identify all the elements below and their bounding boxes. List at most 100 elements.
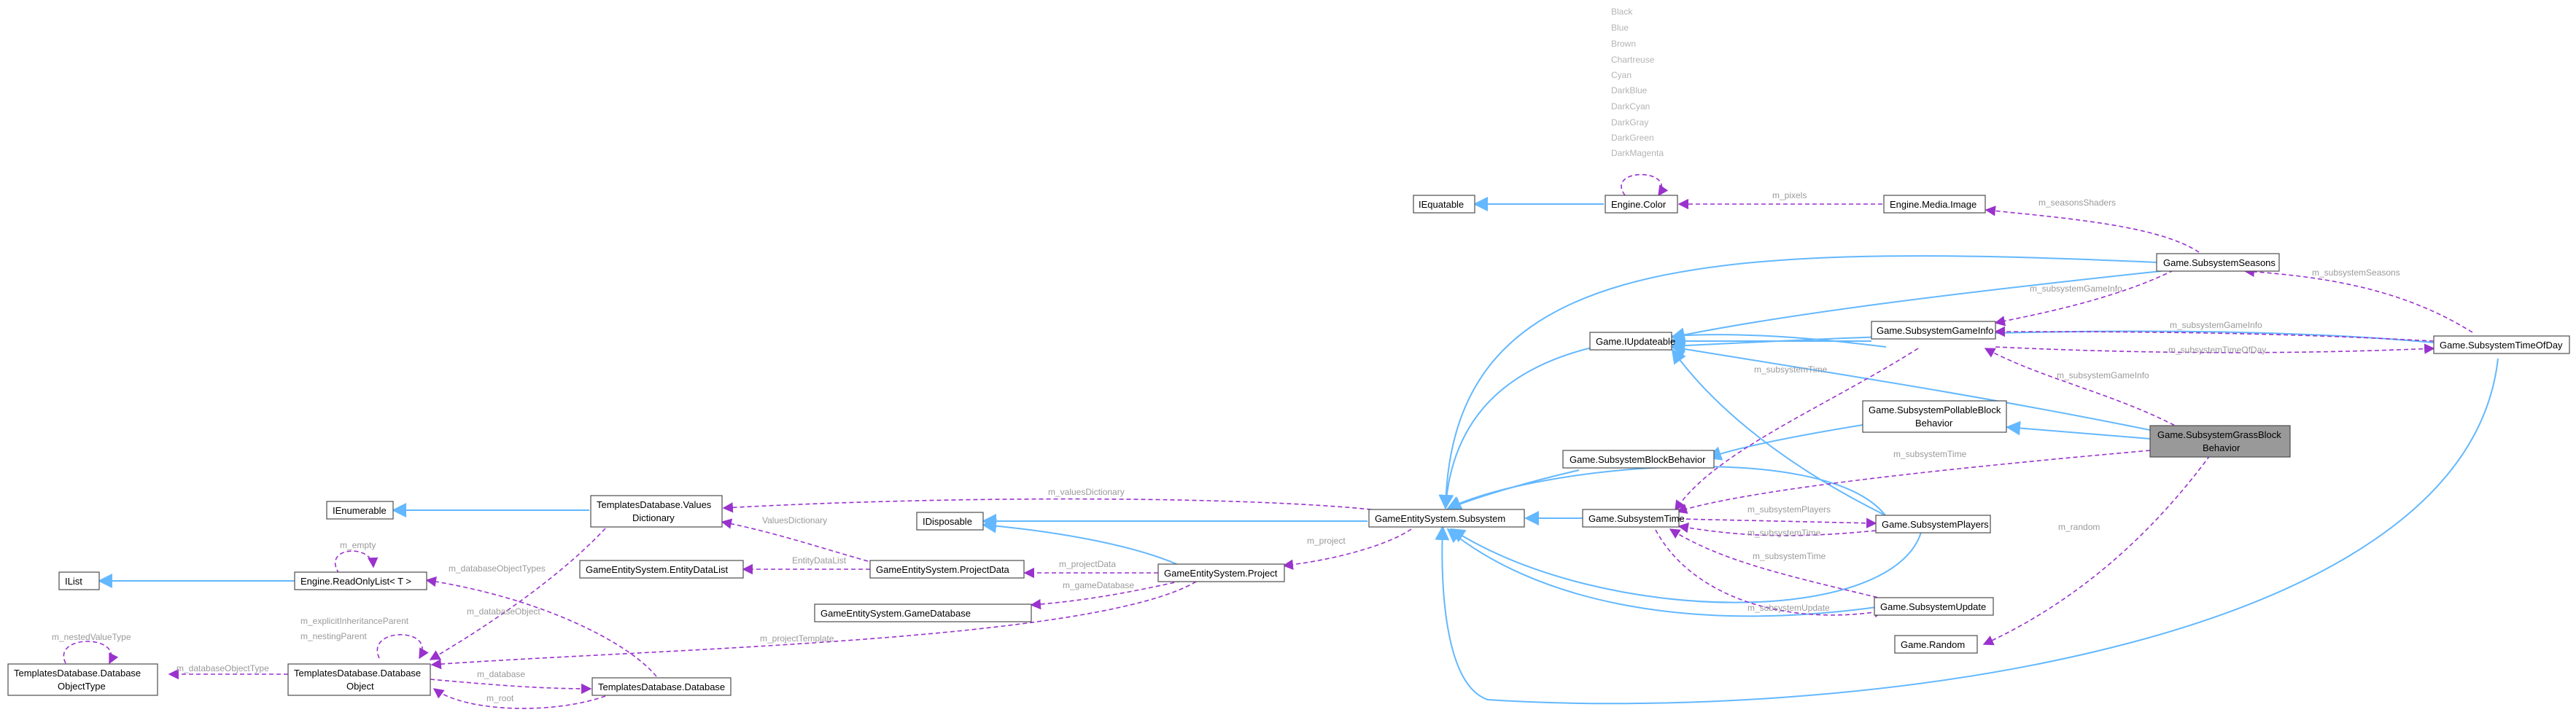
edge-gameinfo-to-timeofday (1995, 343, 2435, 354)
node-subsystem-seasons[interactable]: Game.SubsystemSeasons (2156, 253, 2280, 272)
edge-label: ValuesDictionary (762, 515, 827, 525)
edge-label: m_subsystemGameInfo (2057, 370, 2149, 380)
node-game-random[interactable]: Game.Random (1894, 635, 1978, 654)
edge-pollable-to-blockbehavior (1707, 424, 1863, 461)
node-engine-media-image[interactable]: Engine.Media.Image (1883, 195, 1986, 214)
edge-label: m_subsystemSeasons (2312, 267, 2400, 278)
edge-seasons-to-gameinfo (1994, 270, 2174, 327)
node-ilist[interactable]: IList (58, 571, 100, 590)
edge-time-to-update (1655, 529, 1885, 618)
edge-seasons-to-iupdateable (1670, 270, 2162, 343)
node-label: GameEntitySystem.Subsystem (1375, 513, 1505, 524)
node-game-database[interactable]: GameEntitySystem.GameDatabase (814, 603, 1032, 622)
edge-label: m_subsystemTime (1747, 528, 1821, 538)
edge-project-to-idisposable (982, 518, 1181, 566)
node-subsystem-game-info[interactable]: Game.SubsystemGameInfo (1871, 321, 1996, 340)
edge-update-to-time (1669, 528, 1885, 600)
edge-values-to-dbobject (429, 528, 606, 660)
color-name: DarkGreen (1611, 133, 1654, 143)
node-subsystem-grass-block-behavior[interactable]: Game.SubsystemGrassBlock Behavior (2149, 425, 2291, 458)
node-templates-values-dictionary[interactable]: TemplatesDatabase.Values Dictionary (590, 495, 723, 528)
edge-grass-to-pollable (2006, 421, 2151, 439)
node-label: Engine.Color (1611, 199, 1667, 210)
node-label: Game.SubsystemGrassBlock (2157, 429, 2281, 440)
edge-label: m_subsystemTime (1754, 364, 1828, 375)
edge-label: m_subsystemUpdate (1747, 603, 1830, 613)
node-iequatable[interactable]: IEquatable (1413, 195, 1475, 214)
node-label: Game.SubsystemGameInfo (1877, 325, 1993, 336)
node-label: Behavior (1915, 418, 1953, 429)
node-label: Game.SubsystemBlockBehavior (1570, 454, 1706, 465)
edge-label: m_database (477, 669, 525, 679)
edge-players-to-subsystem-low (1450, 528, 1923, 603)
edge-label: m_random (2058, 522, 2100, 532)
edge-label: m_nestedValueType (52, 632, 131, 642)
node-database-object-type[interactable]: TemplatesDatabase.Database ObjectType (7, 663, 158, 696)
color-name: Black (1611, 7, 1633, 17)
node-label: Game.SubsystemTime (1588, 513, 1685, 524)
nodes: IEquatable Engine.Color Engine.Media.Ima… (7, 195, 2570, 696)
node-entity-data-list[interactable]: GameEntitySystem.EntityDataList (579, 560, 744, 579)
node-label: Game.SubsystemUpdate (1880, 601, 1986, 612)
color-name: DarkMagenta (1611, 148, 1664, 158)
edge-players-to-time (1677, 523, 1877, 536)
edge-dbobject-to-database (430, 679, 592, 695)
node-ienumerable[interactable]: IEnumerable (326, 501, 394, 520)
node-subsystem-pollable-block-behavior[interactable]: Game.SubsystemPollableBlock Behavior (1862, 400, 2007, 433)
node-label: Game.SubsystemPollableBlock (1869, 405, 2001, 415)
edge-grass-to-gameinfo (1984, 348, 2181, 429)
node-label: Engine.Media.Image (1890, 199, 1976, 210)
node-readonly-list[interactable]: Engine.ReadOnlyList< T > (294, 571, 427, 590)
node-label: Behavior (2203, 442, 2241, 453)
edge-label: m_root (486, 693, 514, 703)
edge-project-to-dbobject (430, 581, 1197, 670)
edge-readonly-self (334, 550, 379, 574)
node-subsystem-time-of-day[interactable]: Game.SubsystemTimeOfDay (2433, 335, 2570, 354)
edge-database-to-dbobject (432, 688, 606, 709)
edge-label: m_subsystemTime (1893, 449, 1967, 459)
node-label: TemplatesDatabase.Values (597, 499, 712, 510)
node-ges-project[interactable]: GameEntitySystem.Project (1157, 563, 1285, 582)
edge-seasons-to-subsystem (1438, 255, 2157, 509)
edge-label: m_valuesDictionary (1048, 487, 1125, 497)
node-label: Game.IUpdateable (1596, 336, 1675, 347)
node-templates-database[interactable]: TemplatesDatabase.Database (591, 677, 732, 696)
color-name: Blue (1611, 23, 1629, 33)
node-label: GameEntitySystem.ProjectData (876, 564, 1010, 575)
node-idisposable[interactable]: IDisposable (916, 512, 984, 531)
node-label: Engine.ReadOnlyList< T > (300, 576, 411, 587)
color-name: DarkCyan (1611, 101, 1650, 112)
node-label: Dictionary (632, 512, 675, 523)
edge-players-to-iupdateable (1671, 348, 1886, 516)
node-subsystem-block-behavior[interactable]: Game.SubsystemBlockBehavior (1562, 450, 1715, 469)
node-engine-color[interactable]: Engine.Color (1605, 195, 1678, 214)
node-label: IList (65, 576, 82, 587)
color-name: Cyan (1611, 70, 1632, 80)
node-iupdateable[interactable]: Game.IUpdateable (1589, 332, 1675, 351)
node-project-data[interactable]: GameEntitySystem.ProjectData (869, 560, 1025, 579)
node-subsystem-players[interactable]: Game.SubsystemPlayers (1875, 515, 1991, 534)
color-name: DarkGray (1611, 117, 1648, 128)
node-label: TemplatesDatabase.Database (294, 668, 421, 679)
node-label: Game.SubsystemSeasons (2163, 257, 2276, 268)
edge-grass-to-iupdateable (1670, 342, 2151, 431)
node-database-object[interactable]: TemplatesDatabase.Database Object (287, 663, 431, 696)
edge-timeofday-to-iupdateable (1670, 330, 2435, 353)
edge-update-to-subsystem (1446, 528, 1877, 617)
node-subsystem-time[interactable]: Game.SubsystemTime (1582, 509, 1685, 528)
node-subsystem-update[interactable]: Game.SubsystemUpdate (1874, 597, 1994, 616)
edge-project-to-gamedatabase (1030, 580, 1182, 610)
node-ges-subsystem[interactable]: GameEntitySystem.Subsystem (1368, 509, 1525, 528)
edge-label: m_databaseObjectType (176, 663, 269, 673)
edge-seasons-to-image (1985, 206, 2200, 253)
node-label: Game.SubsystemPlayers (1882, 519, 1989, 530)
edge-timeofday-to-seasons (2243, 266, 2473, 333)
edge-grass-to-random (1982, 455, 2211, 646)
edge-database-to-readonly (425, 576, 657, 677)
edge-gameinfo-to-time (1675, 348, 1919, 512)
edge-subsystem-to-project (1282, 528, 1412, 570)
edge-color-self (1621, 173, 1669, 197)
edge-grass-to-time (1676, 450, 2151, 514)
edge-time-to-players (1678, 517, 1877, 528)
